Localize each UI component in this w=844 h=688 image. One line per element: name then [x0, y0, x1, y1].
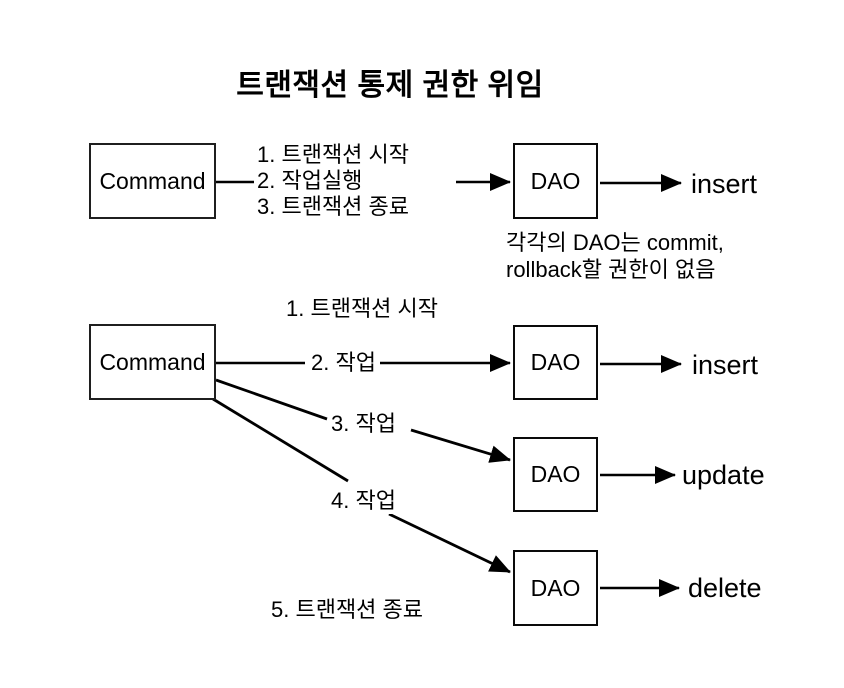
step3-label: 3. 작업: [328, 411, 399, 437]
step-execute-work: 2. 작업실행: [257, 168, 363, 193]
dao-box-3-label: DAO: [530, 461, 581, 487]
command-box-2: Command: [89, 324, 216, 400]
connector-step4-to-dao4-arrow: [388, 512, 511, 574]
step1-label: 1. 트랜잭션 시작: [286, 296, 439, 321]
command-box-2-label: Command: [99, 348, 206, 375]
command-box-1: Command: [89, 143, 216, 219]
note-line-2: rollback할 권한이 없음: [506, 257, 716, 282]
connector-step3-to-dao3-arrow: [410, 428, 511, 463]
note-line-1: 각각의 DAO는 commit,: [506, 230, 724, 255]
step-end-transaction: 3. 트랜잭션 종료: [257, 194, 410, 219]
step4-label: 4. 작업: [328, 488, 399, 514]
step-begin-transaction: 1. 트랜잭션 시작: [257, 142, 410, 167]
dao-box-1-label: DAO: [530, 167, 581, 194]
command-box-1-label: Command: [99, 167, 206, 194]
dao-box-3: DAO: [513, 437, 598, 512]
dao-box-2: DAO: [513, 325, 598, 400]
action-update: update: [682, 460, 765, 490]
dao-box-2-label: DAO: [530, 349, 581, 375]
dao-permission-note: 각각의 DAO는 commit, rollback할 권한이 없음: [506, 229, 724, 283]
step2-label: 2. 작업: [308, 350, 379, 376]
dao-box-4: DAO: [513, 550, 598, 626]
steps-list-1: 1. 트랜잭션 시작 2. 작업실행 3. 트랜잭션 종료: [257, 142, 409, 220]
action-delete: delete: [688, 573, 762, 603]
connector-cmd2-to-step4: [212, 397, 349, 483]
diagram-title: 트랜잭션 통제 권한 위임: [236, 69, 544, 102]
step5-label: 5. 트랜잭션 종료: [271, 597, 424, 622]
dao-box-1: DAO: [513, 143, 598, 219]
action-insert-2: insert: [692, 350, 759, 380]
action-insert-1: insert: [691, 169, 758, 199]
dao-box-4-label: DAO: [530, 574, 581, 601]
connector-cmd2-to-step3: [215, 378, 328, 421]
